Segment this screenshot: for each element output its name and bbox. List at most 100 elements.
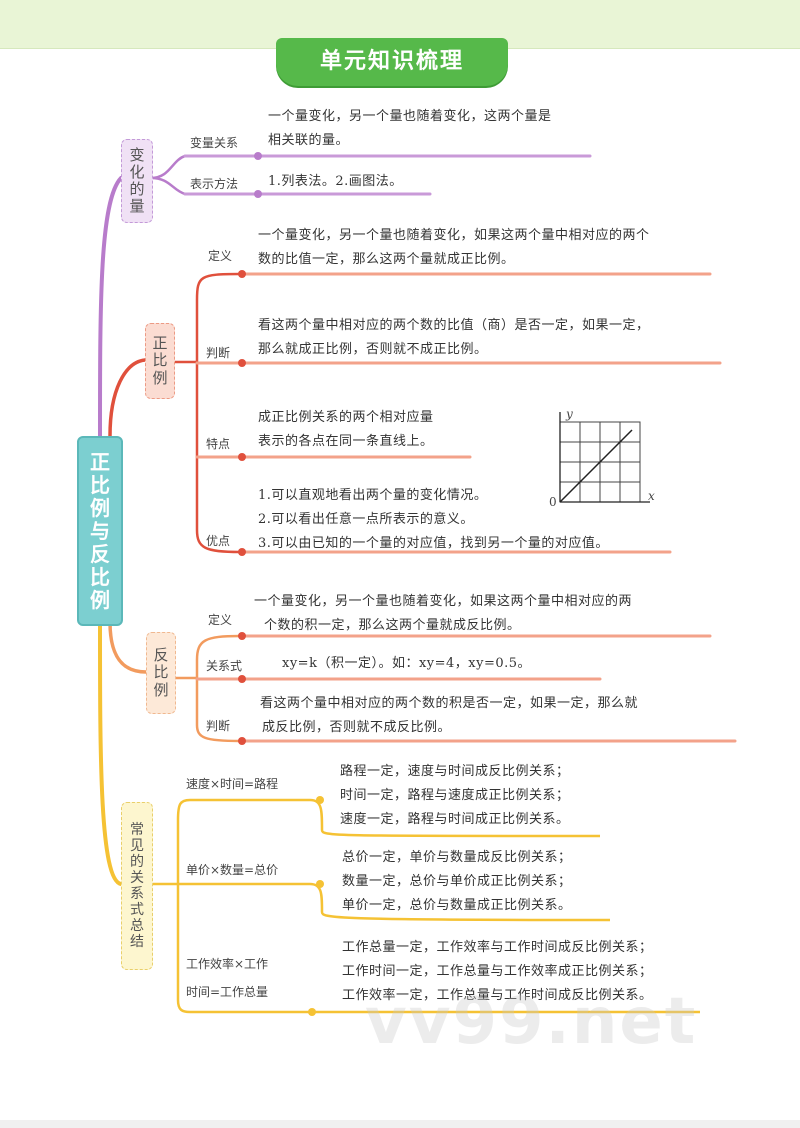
red-vertical — [195, 272, 241, 554]
tag-direct-judge: 判断 — [206, 346, 231, 360]
text-line: 成反比例，否则就不成反比例。 — [262, 720, 452, 735]
graph-proportion-line — [559, 429, 633, 503]
text-line: 一个量变化，另一个量也随着变化，这两个量是 — [268, 109, 552, 124]
orange-dot-3 — [238, 737, 246, 745]
tag-direct-definition: 定义 — [208, 249, 233, 263]
branch-char: 系 — [130, 886, 144, 902]
tag-inverse-definition: 定义 — [208, 613, 233, 627]
branch-char: 总 — [130, 918, 144, 935]
branch-direct-box: 正 比 例 — [145, 323, 175, 399]
branch-char: 例 — [153, 680, 169, 699]
branch-char: 量 — [129, 197, 145, 216]
main-topic-char: 例 — [90, 495, 110, 520]
main-topic-box: 正 比 例 与 反 比 例 — [77, 436, 123, 626]
text-line: 总价一定，单价与数量成反比例关系； — [342, 850, 572, 865]
text-line: 3.可以由已知的一个量的对应值，找到另一个量的对应值。 — [258, 536, 609, 551]
branch-char: 见 — [130, 837, 144, 854]
yellow-dot-2 — [316, 880, 324, 888]
text-line: 看这两个量中相对应的两个数的比值（商）是否一定，如果一定， — [258, 318, 650, 333]
branch-char: 化 — [129, 162, 145, 181]
purple-dot-2 — [254, 190, 262, 198]
purple-fork — [150, 154, 186, 196]
text-line: 成正比例关系的两个相对应量 — [258, 410, 434, 425]
text-line: 1.列表法。2.画图法。 — [268, 174, 403, 189]
yellow-dot-1 — [316, 796, 324, 804]
red-dot-1 — [238, 270, 246, 278]
text-line: 一个量变化，另一个量也随着变化，如果这两个量中相对应的两个 — [258, 228, 650, 243]
orange-dot-2 — [238, 675, 246, 683]
bottom-band — [0, 1120, 800, 1128]
red-dot-2 — [238, 359, 246, 367]
page-title: 单元知识梳理 — [276, 38, 508, 86]
main-topic-char: 反 — [90, 541, 110, 566]
red-dot-3 — [238, 453, 246, 461]
text-line: xy=k（积一定）。如：xy=4，xy=0.5。 — [282, 656, 532, 671]
branch-char: 比 — [153, 663, 169, 682]
main-topic-char: 例 — [90, 587, 110, 612]
branch-char: 反 — [153, 646, 169, 665]
branch-variable-box: 变 化 的 量 — [121, 139, 153, 223]
branch-char: 比 — [152, 351, 168, 370]
branch-char: 例 — [152, 368, 168, 387]
branch-common-box: 常 见 的 关 系 式 总 结 — [121, 802, 153, 970]
branch-char: 的 — [130, 853, 144, 870]
text-line: 表示的各点在同一条直线上。 — [258, 434, 434, 449]
orange-dot-1 — [238, 632, 246, 640]
branch-char: 关 — [130, 869, 144, 886]
text-line: 速度一定，路程与时间成正比例关系。 — [340, 812, 570, 827]
tag-representation: 表示方法 — [190, 177, 239, 191]
main-topic-char: 比 — [90, 472, 110, 497]
trunk-orange — [108, 620, 148, 674]
direct-proportion-graph — [559, 412, 650, 503]
graph-origin-label: 0 — [549, 495, 557, 509]
orange-vertical — [195, 634, 241, 743]
text-line: 一个量变化，另一个量也随着变化，如果这两个量中相对应的两 — [254, 594, 633, 609]
main-topic-char: 比 — [90, 564, 110, 589]
tag-price-formula: 单价×数量=总价 — [186, 863, 279, 877]
text-line: 单价一定，总价与数量成正比例关系。 — [342, 898, 572, 913]
yellow-bracket-1 — [309, 798, 601, 838]
purple-dot-1 — [254, 152, 262, 160]
text-line: 2.可以看出任意一点所表示的意义。 — [258, 512, 474, 527]
red-dot-4 — [238, 548, 246, 556]
branch-char: 正 — [152, 334, 168, 353]
text-line: 数的比值一定，那么这两个量就成正比例。 — [258, 252, 515, 267]
text-line: 看这两个量中相对应的两个数的积是否一定，如果一定，那么就 — [260, 696, 639, 711]
text-line: 工作效率一定，工作总量与工作时间成反比例关系。 — [342, 988, 653, 1003]
tag-speed-formula: 速度×时间=路程 — [186, 777, 279, 791]
tag-direct-advantage: 优点 — [206, 534, 231, 548]
branch-char: 变 — [129, 145, 145, 164]
tag-direct-feature: 特点 — [206, 437, 231, 451]
title-banner: 单元知识梳理 — [276, 38, 508, 88]
tag-work-formula-1: 工作效率×工作 — [186, 957, 269, 971]
text-line: 个数的积一定，那么这两个量就成反比例。 — [264, 618, 521, 633]
text-line: 数量一定，总价与单价成正比例关系； — [342, 874, 572, 889]
text-line: 时间一定，路程与速度成正比例关系； — [340, 788, 570, 803]
tag-inverse-judge: 判断 — [206, 719, 231, 733]
branch-char: 式 — [130, 902, 144, 919]
main-topic-char: 与 — [90, 518, 110, 543]
graph-y-label: y — [566, 407, 573, 421]
yellow-dot-3 — [308, 1008, 316, 1016]
trunk-red — [108, 358, 147, 438]
text-line: 那么就成正比例，否则就不成正比例。 — [258, 342, 488, 357]
trunk-purple — [98, 176, 123, 438]
graph-x-label: x — [648, 489, 655, 503]
tag-variable-relation: 变量关系 — [190, 136, 239, 150]
branch-char: 常 — [130, 821, 144, 838]
trunk-yellow — [98, 620, 123, 886]
yellow-bracket-2 — [309, 882, 611, 922]
branch-inverse-box: 反 比 例 — [146, 632, 176, 714]
yellow-vertical — [176, 798, 310, 1014]
tag-work-formula-2: 时间=工作总量 — [186, 985, 269, 999]
watermark: vv99.net — [365, 985, 698, 1059]
branch-char: 结 — [130, 934, 144, 951]
text-line: 路程一定，速度与时间成反比例关系； — [340, 764, 570, 779]
main-topic-char: 正 — [90, 449, 110, 474]
text-line: 工作总量一定，工作效率与工作时间成反比例关系； — [342, 940, 653, 955]
tag-inverse-formula: 关系式 — [206, 659, 243, 673]
text-line: 1.可以直观地看出两个量的变化情况。 — [258, 488, 488, 503]
text-line: 相关联的量。 — [268, 133, 350, 148]
